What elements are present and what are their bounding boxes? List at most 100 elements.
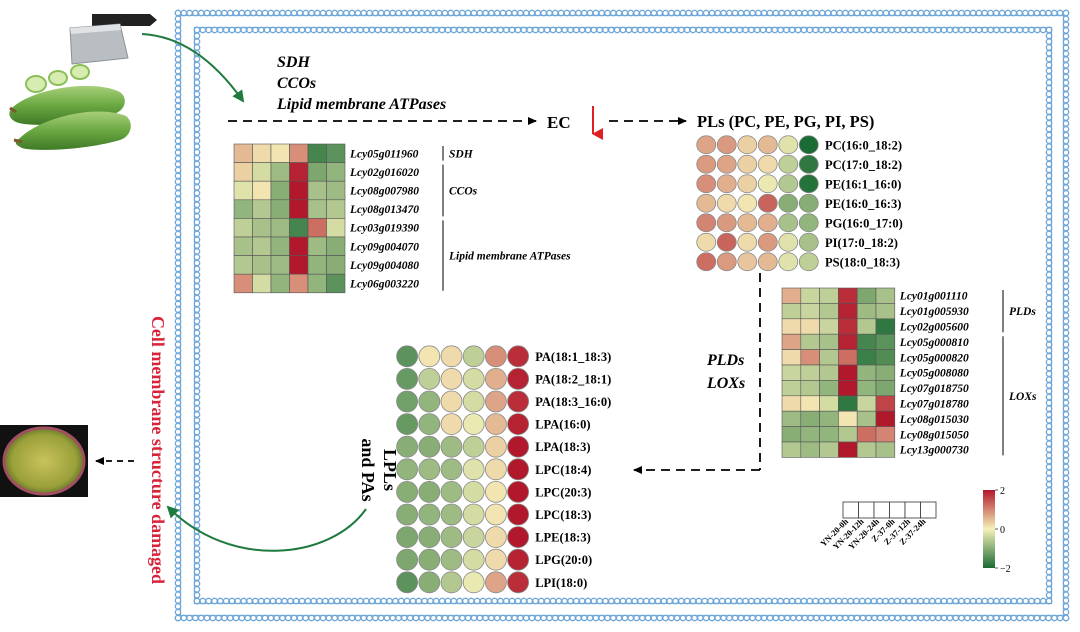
atpases-label: Lipid membrane ATPases	[276, 96, 446, 113]
lipid-head	[174, 248, 182, 255]
lipid-head	[888, 26, 895, 34]
lipid-head	[656, 614, 664, 622]
lipid-head	[748, 597, 755, 605]
heatmap-cell	[856, 349, 877, 366]
lipid-head	[934, 597, 942, 605]
lipid-head	[708, 9, 716, 17]
heatmap-circle	[396, 503, 419, 526]
lipid-head	[174, 207, 182, 215]
lipid-head	[424, 614, 431, 622]
lipid-head	[998, 26, 1006, 34]
lipid-head	[1045, 207, 1053, 214]
lipid-head	[917, 597, 924, 605]
lipid-head	[453, 614, 460, 622]
lipid-head	[174, 294, 182, 302]
lipid-head	[464, 9, 472, 17]
lipid-head	[316, 597, 323, 605]
lipid-head	[549, 597, 557, 605]
lipid-head	[1062, 544, 1070, 552]
lipid-head	[302, 614, 310, 622]
lipid-head	[778, 614, 785, 622]
lipid-head	[1045, 376, 1053, 383]
lipid-head	[1045, 61, 1053, 69]
lipid-head	[240, 597, 248, 605]
lipid-head	[205, 26, 213, 34]
lipid-head	[755, 614, 762, 622]
heatmap-circle	[757, 174, 778, 194]
lipid-head	[1045, 55, 1053, 63]
lipid-head	[1028, 26, 1035, 34]
lipid-head	[174, 32, 182, 40]
lipid-head	[899, 26, 907, 34]
heatmap-circle	[507, 435, 529, 458]
lipid-head	[940, 9, 948, 17]
heatmap-cell	[289, 218, 309, 238]
lipid-head	[174, 283, 182, 290]
lipid-head	[736, 597, 744, 605]
lipid-head	[491, 597, 498, 605]
heatmap-circle	[716, 154, 737, 174]
heatmap-cell	[875, 426, 896, 443]
lipid-head	[987, 26, 994, 34]
lipid-head	[193, 312, 201, 319]
lipid-head	[174, 114, 182, 122]
heatmap-cell	[838, 441, 858, 458]
lipid-head	[269, 26, 277, 34]
lipid-head	[1062, 224, 1070, 232]
lipid-head	[1045, 44, 1053, 51]
lipid-head	[1045, 399, 1053, 407]
heatmap-row-label: PE(16:1_16:0)	[825, 177, 901, 191]
lipid-head	[193, 358, 201, 366]
heatmap-cell	[233, 236, 253, 256]
lipid-head	[174, 335, 182, 343]
lipid-head	[627, 614, 635, 622]
lipid-head	[987, 614, 994, 622]
lipid-head	[1045, 545, 1053, 552]
lipid-head	[1062, 556, 1070, 564]
lipid-head	[1028, 597, 1035, 605]
lipid-head	[193, 492, 201, 500]
lipid-head	[199, 26, 207, 34]
bottle-gourd-picture	[9, 14, 157, 150]
lipid-head	[1045, 580, 1053, 587]
lipid-head	[174, 317, 182, 325]
lipid-head	[193, 516, 201, 523]
lipid-head	[476, 614, 484, 622]
lipid-head	[771, 597, 779, 605]
lipid-head	[596, 597, 604, 605]
lipid-head	[1045, 242, 1053, 249]
lipid-head	[522, 9, 530, 17]
heatmap-cell	[326, 218, 346, 238]
heatmap-circle	[798, 154, 819, 174]
lipid-head	[1045, 108, 1053, 115]
lipid-head	[505, 614, 513, 622]
lipid-head	[1062, 335, 1070, 343]
lipid-head	[969, 9, 977, 17]
lipid-head	[759, 26, 767, 34]
lipid-head	[806, 597, 814, 605]
heatmap-circle	[484, 503, 507, 526]
lipid-head	[859, 9, 867, 17]
lipid-head	[1045, 288, 1053, 296]
lipid-head	[969, 597, 977, 605]
lipid-head	[211, 26, 218, 34]
heatmap-cell	[233, 180, 253, 201]
lipid-head	[993, 614, 1000, 622]
lipid-head	[592, 614, 600, 622]
lipid-head	[406, 9, 414, 17]
lipid-head	[517, 9, 524, 17]
lipid-head	[551, 614, 559, 622]
lipid-head	[360, 614, 368, 622]
heatmap-row-label: LPC(18:3)	[535, 508, 591, 522]
lipid-head	[1045, 382, 1053, 389]
lipid-head	[174, 44, 182, 52]
heatmap-cell	[819, 364, 839, 381]
lipid-head	[940, 26, 948, 34]
lipid-head	[532, 597, 539, 605]
lipid-head	[435, 9, 443, 17]
lipid-head	[313, 614, 321, 622]
lipid-head	[1045, 551, 1053, 558]
lipid-head	[1045, 422, 1053, 430]
lipid-head	[1045, 451, 1053, 459]
lipid-head	[666, 26, 674, 34]
